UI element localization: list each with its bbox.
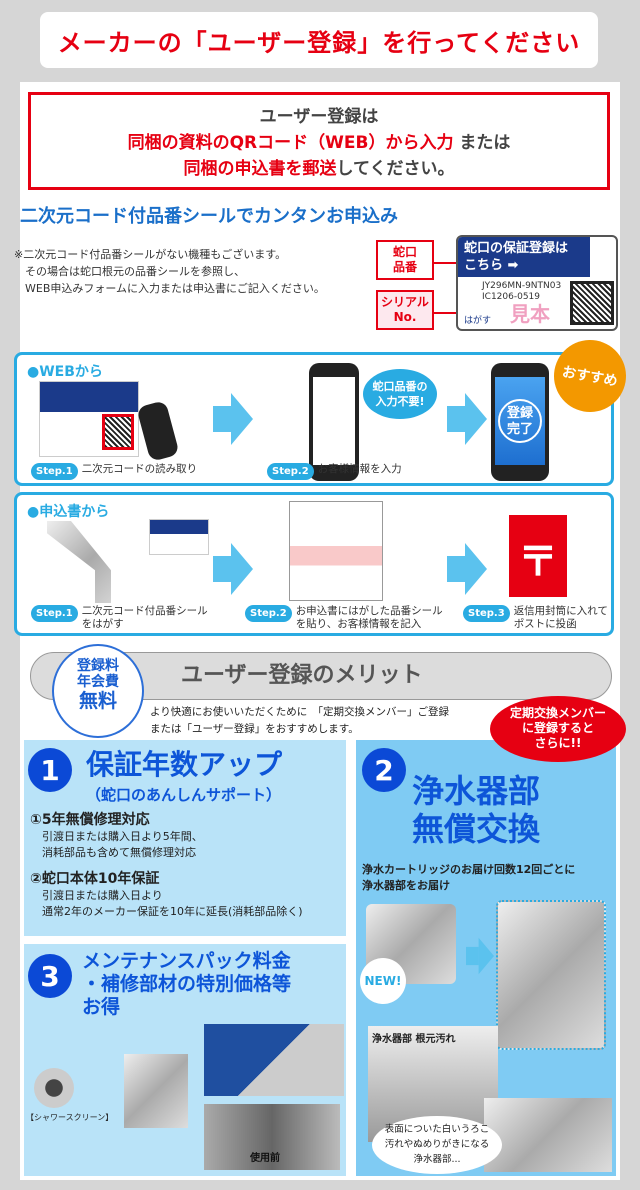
number-badge: 3 [28,954,72,998]
sticker-header: 蛇口の保証登録は こちら ➡ [458,237,590,277]
done-label: 登録 完了 [498,399,542,443]
item-body: 引渡日または購入日より5年間、 消耗部品も含めて無償修理対応 [42,830,203,859]
arrow-icon [213,543,253,595]
benefit-title: メンテナンスパック料金 ・補修部材の特別価格等 お得 [82,950,292,1018]
mail-flow-title: ●申込書から [27,504,110,520]
merit-lead: より快適にお使いいただくために 「定期交換メンバー」ご登録 または「ユーザー登録… [150,706,450,735]
member-callout: 定期交換メンバー に登録すると さらに!! [490,696,626,762]
web-flow-title: ●WEBから [27,364,103,380]
step-text: 返信用封筒に入れて ポストに投函 [513,605,608,630]
intro-tail: してください。 [336,159,455,179]
intro-box: ユーザー登録は 同梱の資料のQRコード（WEB）から入力 または 同梱の申込書を… [28,92,610,190]
arrow-icon [466,937,494,975]
step-badge: Step.1 [31,605,78,622]
qr-heading: 二次元コード付品番シールでカンタンお申込み [20,206,398,227]
sticker-image [149,519,209,555]
banner-title: メーカーの「ユーザー登録」を行ってください [57,28,581,57]
sticker-peel: はがす [464,316,492,326]
phone-scan-image [136,400,180,462]
faucet-image [124,1054,188,1128]
arrow-icon [447,393,487,445]
postbox-icon: 〒 [509,515,567,597]
qr-note: ※二次元コード付品番シールがない機種もございます。 その場合は蛇口根元の品番シー… [14,248,325,295]
dirt-bubble: 表面についた白いうろこ 汚れやぬめりがきになる 浄水器部... [372,1116,502,1174]
free-line: 登録料 [77,658,119,674]
serial-tag: シリアル No. [376,290,434,330]
no-input-bubble: 蛇口品番の 入力不要! [363,369,437,419]
sticker-model: JY296MN-9NTN03 [482,281,562,291]
before-use-photo: 使用前 [204,1104,340,1170]
application-form-image [289,501,383,601]
photo-label: 使用前 [250,1153,280,1164]
photo-label: 浄水器部 根元汚れ [372,1034,456,1045]
step-text: お申込書にはがした品番シール を貼り、お客様情報を記入 [295,605,443,630]
step-badge: Step.2 [245,605,292,622]
number-badge: 2 [362,748,406,792]
step-badge: Step.3 [463,605,510,622]
step-text: 二次元コード付品番シール をはがす [81,605,208,630]
intro-qr: 同梱の資料のQRコード（WEB）から入力 [127,133,454,153]
benefit-title: 保証年数アップ [86,748,283,781]
benefit-subtitle: （蛇口のあんしんサポート） [86,786,282,804]
item-body: 引渡日または購入日より 通常2年のメーカー保証を10年に延長(消耗部品除く) [42,889,303,918]
arrow-icon [447,543,487,595]
shower-screen-image [34,1068,74,1108]
new-faucet-image [496,900,606,1050]
warranty-sticker: 蛇口の保証登録は こちら ➡ JY296MN-9NTN03 IC1206-051… [456,235,618,331]
number-badge: 1 [28,748,72,792]
technician-photo [204,1024,344,1096]
sticker-serial: IC1206-0519 [482,292,540,302]
free-line: 無料 [78,690,117,712]
qr-code [570,281,614,325]
intro-or: または [453,133,511,153]
benefit-2: 2 浄水器部 無償交換 浄水カートリッジのお届け回数12回ごとに 浄水器部をお届… [356,740,616,1176]
item-head: ①5年無償修理対応 [30,812,150,828]
sticker-image [39,381,139,457]
new-badge: NEW! [360,958,406,1004]
step-text: お客様情報を入力 [317,463,402,475]
connector-line [434,312,456,314]
phone-form-image [309,363,359,481]
intro-line: ユーザー登録は [259,107,379,127]
step-badge: Step.2 [267,463,314,480]
arrow-icon [213,393,253,445]
benefit-body: 浄水カートリッジのお届け回数12回ごとに 浄水器部をお届け [362,863,576,892]
step-text: 二次元コードの読み取り [81,463,198,475]
faucet-head-photo [484,1098,612,1172]
item-head: ②蛇口本体10年保証 [30,871,160,887]
benefit-1: 1 保証年数アップ （蛇口のあんしんサポート） ①5年無償修理対応 引渡日または… [24,740,346,936]
free-badge: 登録料年会費無料 [52,644,144,738]
connector-line [434,262,456,264]
model-tag: 蛇口 品番 [376,240,434,280]
benefit-3: 3 メンテナンスパック料金 ・補修部材の特別価格等 お得 【シャワースクリーン】… [24,944,346,1176]
faucet-image [47,521,111,603]
phone-done-image: 登録 完了 [491,363,549,481]
page-banner: メーカーの「ユーザー登録」を行ってください [40,12,598,68]
intro-mail: 同梱の申込書を郵送 [183,159,337,179]
free-line: 年会費 [77,674,119,690]
step-badge: Step.1 [31,463,78,480]
part-label: 【シャワースクリーン】 [26,1113,114,1122]
sample-watermark: 見本 [510,302,550,326]
benefit-title: 浄水器部 無償交換 [412,772,541,848]
